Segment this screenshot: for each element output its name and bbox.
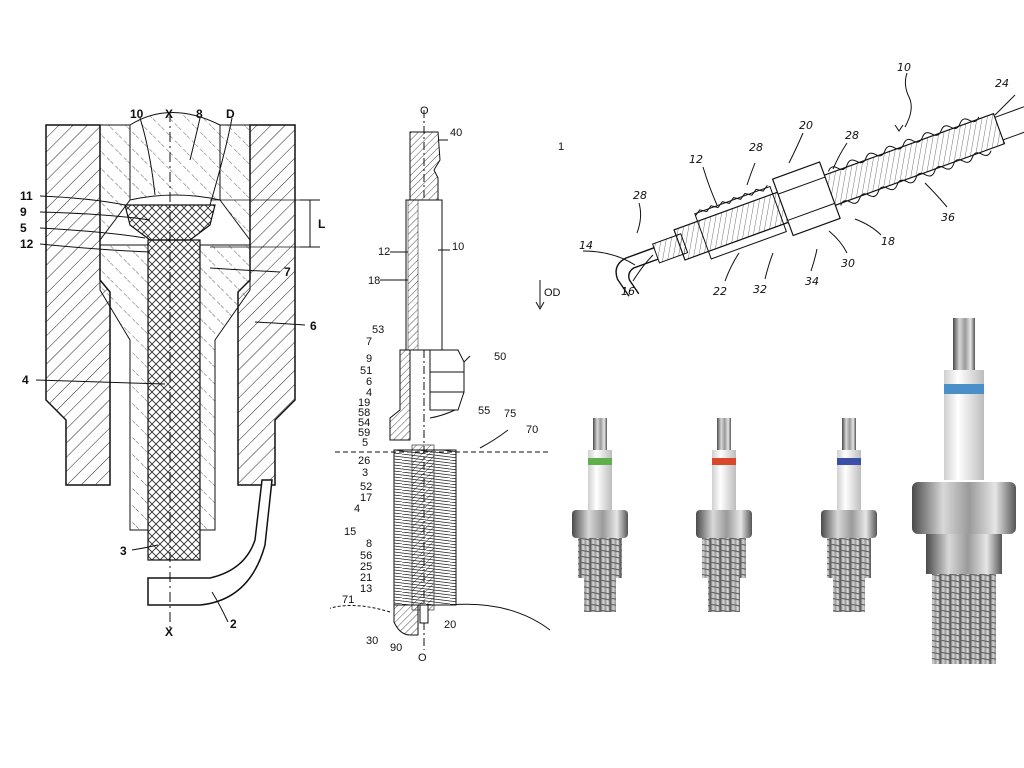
label-o-bottom: O (418, 652, 427, 664)
label-10: 10 (897, 61, 911, 74)
label-25: 25 (360, 561, 372, 573)
color-band (944, 384, 984, 394)
label-30: 30 (841, 257, 855, 270)
label-28-b: 28 (845, 129, 859, 142)
label-8: 8 (196, 107, 203, 121)
label-56: 56 (360, 550, 372, 562)
spark-plug-photos (560, 310, 1024, 690)
label-58: 58 (358, 407, 370, 419)
glow-plug-sketch: 10 24 20 28 28 12 28 14 16 22 32 34 30 1… (575, 55, 1024, 315)
cross-section-figure-1: 10 X 8 D 11 9 5 12 L 7 6 4 3 X 2 (0, 0, 330, 660)
label-24: 24 (995, 77, 1009, 90)
label-10: 10 (130, 107, 144, 121)
label-26: 26 (358, 455, 370, 467)
label-11: 11 (20, 189, 33, 203)
label-32: 32 (753, 283, 767, 296)
label-34: 34 (805, 275, 819, 288)
label-52: 52 (360, 481, 372, 493)
label-70: 70 (526, 424, 538, 436)
label-17: 17 (360, 492, 372, 504)
spark-plug-photo-1 (572, 418, 628, 612)
label-o-top: O (420, 105, 429, 117)
label-71: 71 (342, 594, 354, 606)
label-8: 8 (366, 538, 372, 550)
label-20: 20 (444, 619, 456, 631)
label-18: 18 (881, 235, 895, 248)
label-53: 53 (372, 324, 384, 336)
label-14: 14 (579, 239, 593, 252)
label-16: 16 (621, 285, 635, 298)
label-d: D (226, 107, 235, 121)
label-od: OD (544, 287, 561, 299)
label-9: 9 (20, 205, 27, 219)
label-13: 13 (360, 583, 372, 595)
label-75: 75 (504, 408, 516, 420)
label-22: 22 (713, 285, 727, 298)
label-1: 1 (558, 141, 564, 153)
cross-section-figure-2: O 40 1 12 10 18 OD 53 7 9 51 6 4 19 58 5… (330, 100, 580, 680)
label-10: 10 (452, 241, 464, 253)
label-3: 3 (120, 544, 127, 558)
label-2: 2 (230, 617, 237, 631)
label-90: 90 (390, 642, 402, 654)
spark-plug-photo-2 (696, 418, 752, 612)
label-19: 19 (358, 397, 370, 409)
label-6: 6 (366, 376, 372, 388)
label-12: 12 (689, 153, 703, 166)
color-band (712, 458, 736, 465)
spark-plug-photo-4 (912, 318, 1016, 664)
label-30: 30 (366, 635, 378, 647)
label-50: 50 (494, 351, 506, 363)
label-6: 6 (310, 319, 317, 333)
label-18: 18 (368, 275, 380, 287)
label-36: 36 (941, 211, 955, 224)
label-20: 20 (799, 119, 813, 132)
label-7: 7 (284, 265, 291, 279)
label-15: 15 (344, 526, 356, 538)
label-7: 7 (366, 336, 372, 348)
label-5: 5 (362, 437, 368, 449)
spark-plug-photo-3 (821, 418, 877, 612)
label-59: 59 (358, 427, 370, 439)
label-4: 4 (366, 387, 372, 399)
label-x-bottom: X (165, 625, 173, 639)
label-54: 54 (358, 417, 370, 429)
color-band (837, 458, 861, 465)
label-4-lower: 4 (354, 503, 360, 515)
label-x-top: X (165, 107, 173, 121)
label-5: 5 (20, 221, 27, 235)
color-band (588, 458, 612, 465)
label-4: 4 (22, 373, 29, 387)
label-28-a: 28 (749, 141, 763, 154)
label-9: 9 (366, 353, 372, 365)
label-3: 3 (362, 467, 368, 479)
label-21: 21 (360, 572, 372, 584)
label-51: 51 (360, 365, 372, 377)
label-55: 55 (478, 405, 490, 417)
label-28-c: 28 (633, 189, 647, 202)
label-12: 12 (20, 237, 34, 251)
label-12: 12 (378, 246, 390, 258)
label-40: 40 (450, 127, 462, 139)
label-l: L (318, 217, 325, 231)
